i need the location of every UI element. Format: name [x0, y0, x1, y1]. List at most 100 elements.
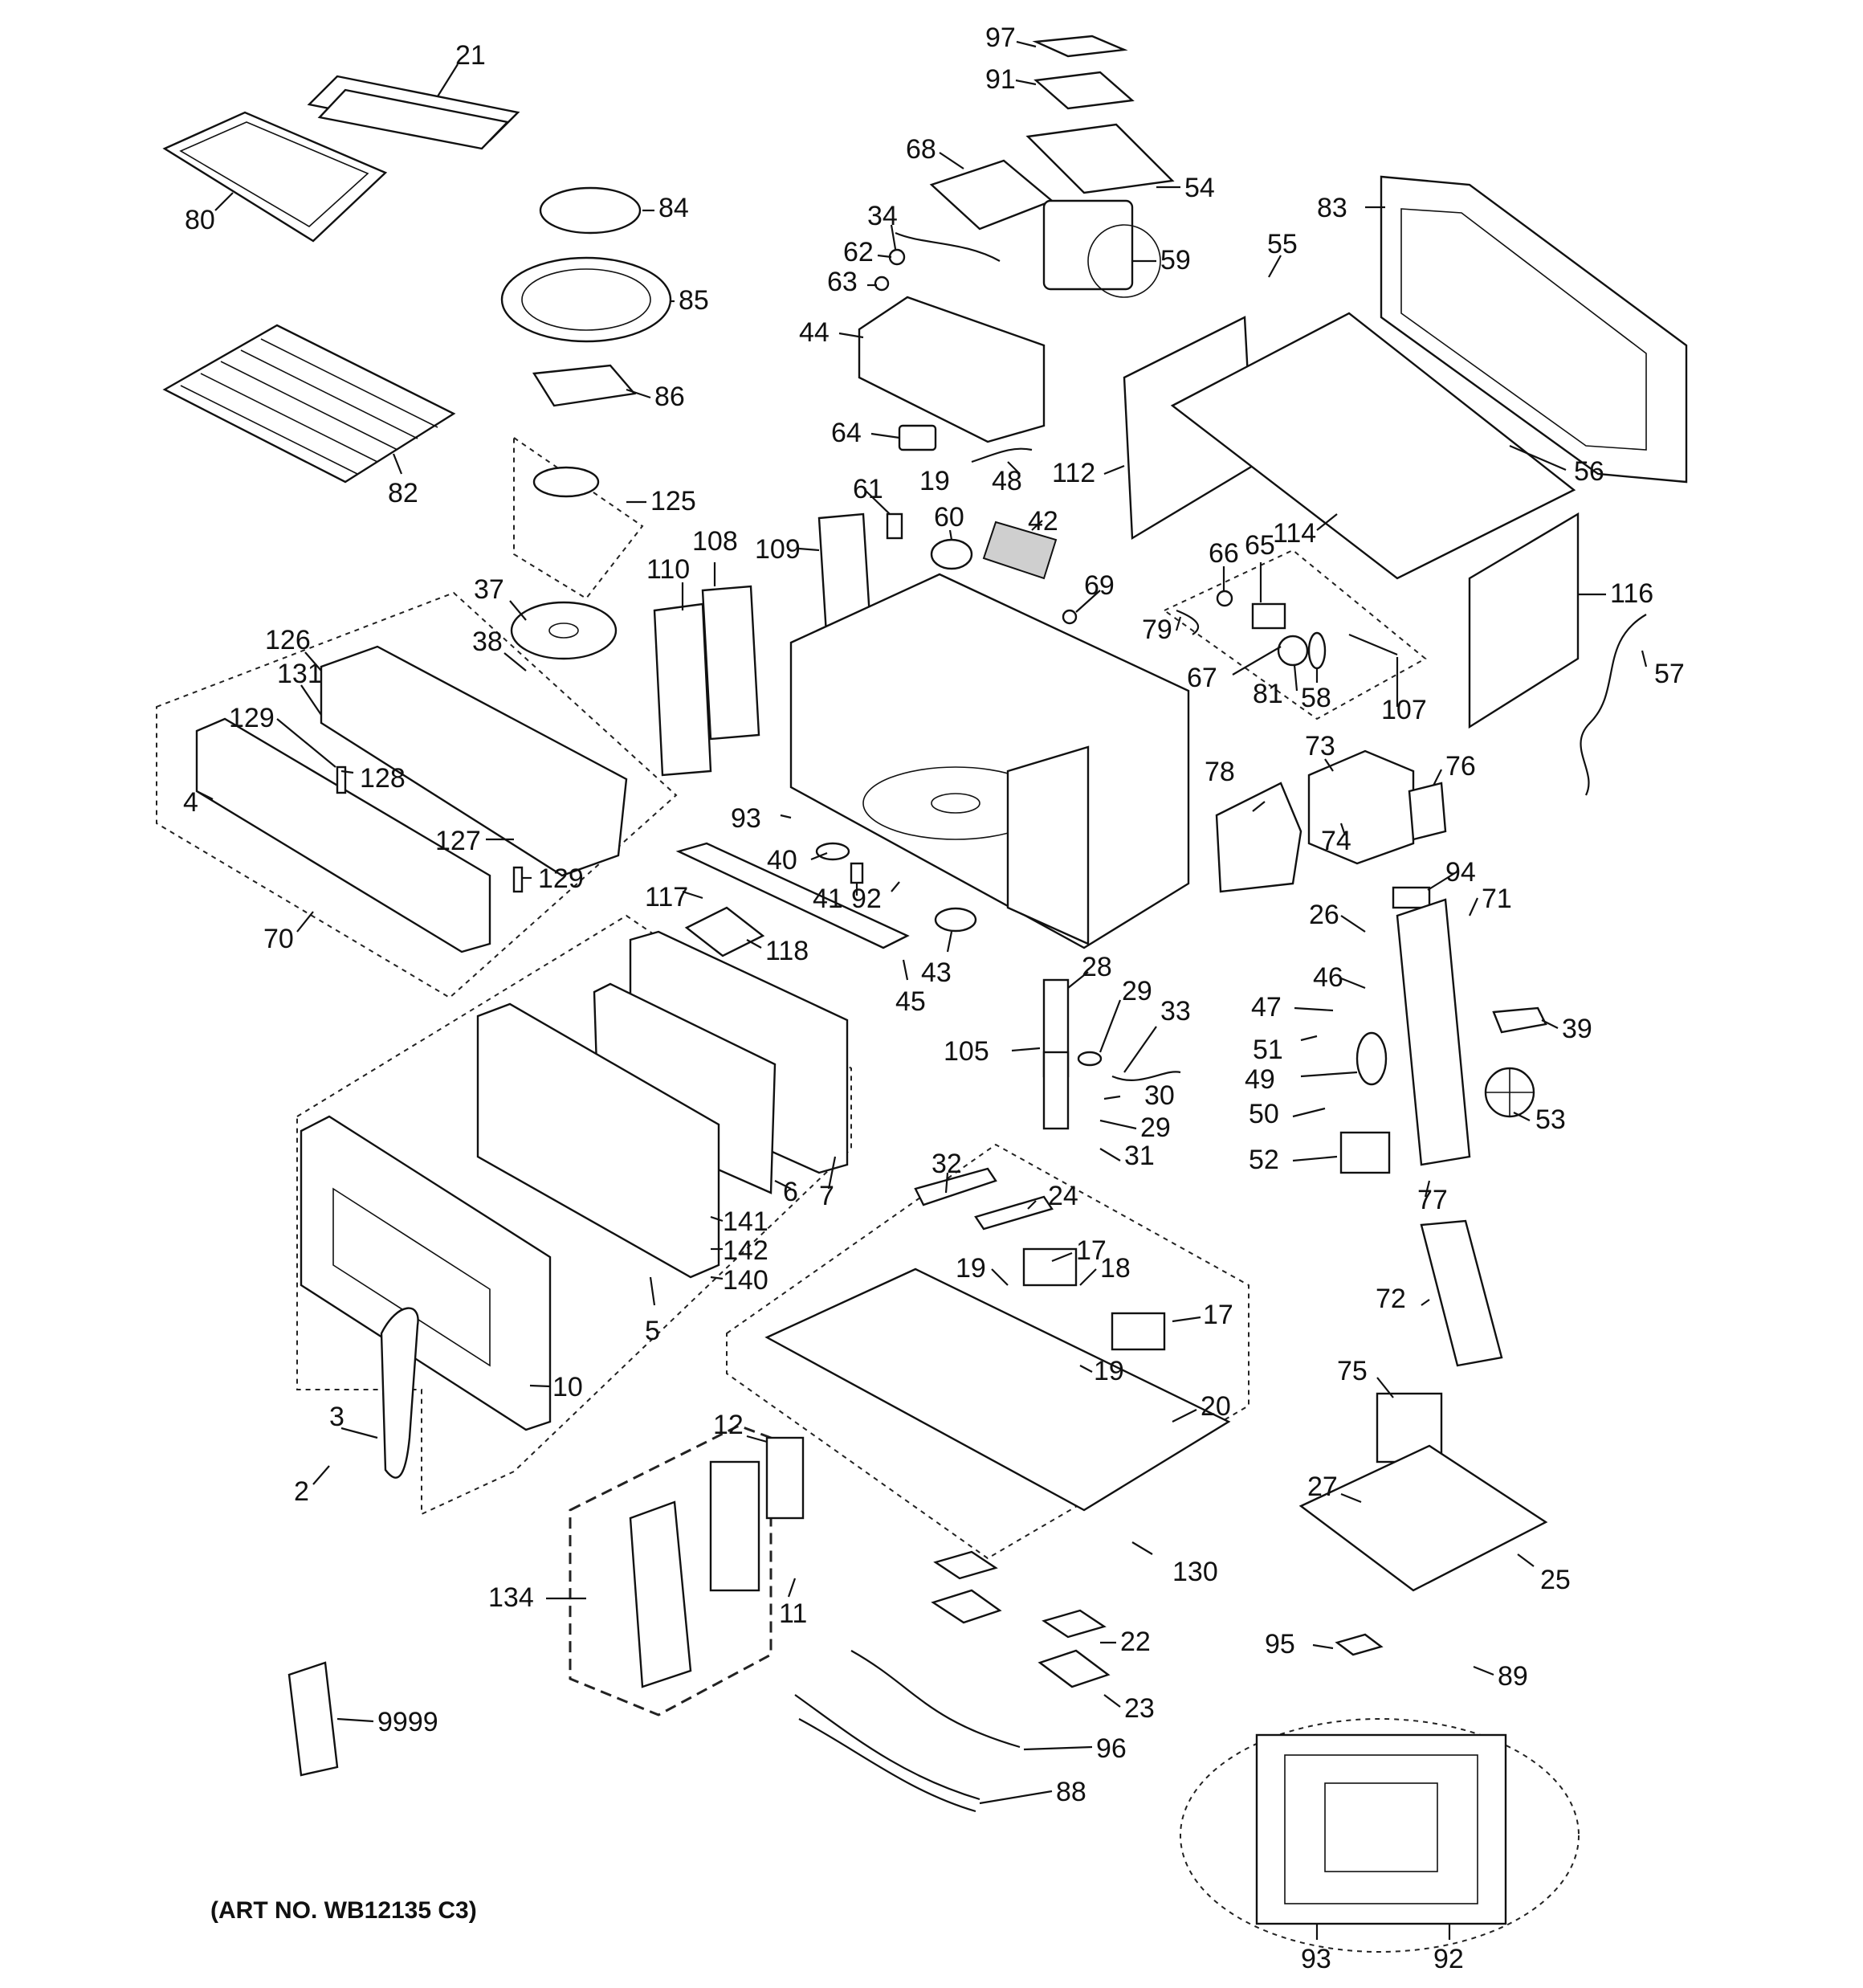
callout-26: 26	[1309, 900, 1339, 930]
callout-23: 23	[1124, 1693, 1155, 1724]
callout-19-top: 19	[919, 466, 950, 496]
motor-group-outline	[1163, 549, 1427, 720]
callout-92-mid: 92	[851, 884, 882, 914]
callout-20: 20	[1201, 1391, 1231, 1422]
callout-74: 74	[1321, 826, 1351, 856]
part-80-charcoal-filter	[162, 111, 388, 243]
callout-39: 39	[1562, 1014, 1592, 1044]
part-33-wire	[1111, 1071, 1181, 1081]
part-58-gear	[1307, 631, 1327, 670]
callout-22: 22	[1120, 1627, 1151, 1657]
callout-63: 63	[827, 267, 858, 297]
callout-141: 141	[723, 1206, 768, 1237]
callout-81: 81	[1253, 679, 1283, 709]
part-94-capacitor	[1392, 886, 1431, 909]
part-28-latch-board	[1042, 978, 1070, 1130]
part-96-harness	[850, 1650, 1021, 1749]
callout-45: 45	[895, 986, 926, 1017]
callout-127: 127	[435, 826, 481, 856]
part-83-back-panel	[1380, 175, 1688, 484]
callout-55: 55	[1267, 229, 1298, 259]
part-129-spring	[336, 765, 347, 794]
callout-76: 76	[1445, 751, 1476, 782]
callout-42: 42	[1028, 506, 1058, 537]
part-126-control-frame	[320, 645, 628, 877]
callout-54: 54	[1184, 173, 1215, 203]
part-42-vent	[982, 520, 1058, 580]
callout-86: 86	[654, 382, 685, 412]
callout-89: 89	[1498, 1661, 1528, 1692]
part-57-power-cord	[1580, 614, 1647, 796]
part-82-wire-rack	[162, 324, 456, 484]
callout-12: 12	[713, 1410, 744, 1440]
callout-44: 44	[799, 317, 830, 348]
callout-116: 116	[1610, 578, 1653, 609]
callout-50: 50	[1249, 1099, 1279, 1129]
callout-11: 11	[779, 1598, 807, 1629]
callout-75: 75	[1337, 1356, 1368, 1386]
callout-105: 105	[944, 1036, 989, 1067]
callout-19-bottom: 19	[1094, 1356, 1124, 1386]
callout-58: 58	[1301, 683, 1331, 713]
callout-84: 84	[658, 193, 689, 223]
part-84-roller-ring	[539, 186, 642, 235]
inset-view-outline	[1180, 1718, 1580, 1953]
part-114-top-plate	[1170, 312, 1576, 580]
callout-110: 110	[646, 554, 690, 585]
part-49-capacitor	[1355, 1031, 1388, 1086]
part-22-lens	[1042, 1609, 1107, 1639]
callout-2: 2	[294, 1476, 309, 1507]
callout-140: 140	[723, 1265, 768, 1296]
part-29-switch	[1077, 1051, 1103, 1067]
part-86-pad	[532, 364, 637, 407]
part-76-bracket	[1408, 782, 1447, 841]
part-44-motor-bracket	[858, 296, 1046, 443]
callout-79: 79	[1142, 614, 1172, 645]
part-61-switch	[886, 512, 903, 540]
callout-65: 65	[1245, 530, 1275, 561]
callout-53: 53	[1535, 1104, 1566, 1135]
part-63-screw	[874, 276, 890, 292]
control-module-group-outline	[569, 1424, 773, 1717]
callout-46: 46	[1313, 962, 1343, 993]
part-65-bracket	[1251, 602, 1286, 630]
callout-62: 62	[843, 237, 874, 267]
callout-72: 72	[1376, 1284, 1406, 1314]
part-10-door-outer	[300, 1115, 552, 1431]
part-118-cover	[684, 906, 765, 957]
callout-60: 60	[934, 502, 964, 533]
callout-134: 134	[488, 1582, 534, 1613]
callout-30: 30	[1144, 1080, 1175, 1111]
callout-68: 68	[906, 134, 936, 165]
part-37-stirrer	[510, 601, 618, 660]
door-window	[332, 1187, 491, 1367]
part-54-damper-plate	[1025, 123, 1175, 194]
part-73-magnetron	[1307, 749, 1415, 865]
callout-70: 70	[263, 924, 294, 954]
callout-51: 51	[1253, 1035, 1283, 1065]
part-85-turntable-glass	[500, 256, 672, 343]
callout-32: 32	[932, 1149, 962, 1179]
part-88-harness	[794, 1694, 980, 1813]
part-34-wire	[895, 231, 1001, 262]
callout-3: 3	[329, 1402, 344, 1432]
callout-10: 10	[552, 1372, 583, 1402]
callout-69: 69	[1084, 570, 1115, 601]
part-20-bottom-plate	[764, 1268, 1231, 1512]
callout-7: 7	[819, 1181, 834, 1211]
leader-lines	[196, 40, 1648, 1940]
part-108-panel	[701, 585, 760, 741]
part-53-fan-blade	[1484, 1067, 1535, 1118]
callout-77: 77	[1417, 1185, 1448, 1215]
part-69-screw	[1062, 609, 1078, 625]
callout-6: 6	[783, 1177, 798, 1207]
part-110-panel	[653, 602, 712, 777]
callout-17-a: 17	[1076, 1235, 1107, 1266]
part-5-door-inner	[476, 1002, 720, 1279]
callout-126: 126	[265, 625, 311, 655]
inset-bottom-view	[1255, 1733, 1507, 1925]
part-95-bracket	[1335, 1633, 1384, 1656]
callout-28: 28	[1082, 952, 1112, 982]
callout-29-b: 29	[1140, 1112, 1171, 1143]
callout-52: 52	[1249, 1145, 1279, 1175]
